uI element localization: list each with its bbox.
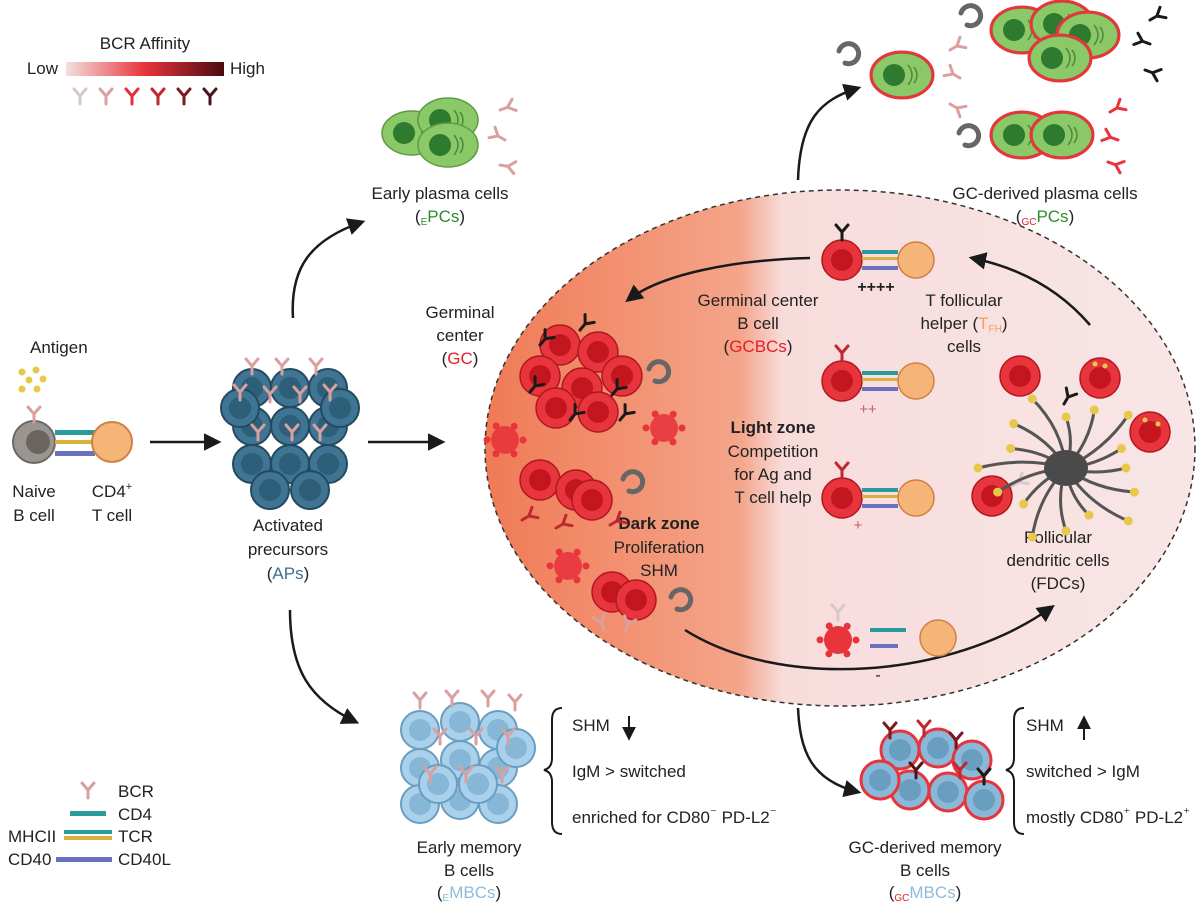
antigen-dots bbox=[18, 366, 47, 393]
key-cd40l-label: CD40L bbox=[118, 850, 171, 869]
gcbc-label-line1: Germinal center bbox=[698, 291, 819, 310]
aps-abbr: (APs) bbox=[267, 564, 310, 583]
naive-b-cell-label: B cell bbox=[13, 506, 55, 525]
aps-label-line1: Activated bbox=[253, 516, 323, 535]
tfh-label-line2: helper (TFH) bbox=[920, 314, 1007, 335]
activated-precursors-cluster bbox=[220, 357, 360, 510]
affinity-low-label: Low bbox=[27, 59, 59, 78]
gcmbcs-trait-markers: mostly CD80⁺ PD-L2⁺ bbox=[1026, 805, 1190, 827]
gcmbcs-label-line1: GC-derived memory bbox=[848, 838, 1002, 857]
gcmbcs-abbr: (GCMBCs) bbox=[889, 883, 962, 904]
bcr-affinity-legend: BCR Affinity Low High bbox=[27, 34, 265, 106]
antigen-label: Antigen bbox=[30, 338, 88, 357]
cd40-key-icon bbox=[56, 857, 112, 862]
tcr-mhc-key-icon bbox=[64, 830, 112, 834]
early-plasma-cells-group bbox=[381, 97, 479, 168]
dark-zone-title: Dark zone bbox=[618, 514, 699, 533]
gc-plasma-cells-group bbox=[839, 0, 1168, 175]
gcmbcs-trait-isotype: switched > IgM bbox=[1026, 762, 1140, 781]
light-zone-line1: Competition bbox=[728, 442, 819, 461]
epcs-abbr: (EPCs) bbox=[415, 207, 465, 228]
arrow-gc-to-gcpcs bbox=[796, 83, 862, 181]
dark-zone-line2: SHM bbox=[640, 561, 678, 580]
embcs-label-line1: Early memory bbox=[417, 838, 522, 857]
help-signal-one-plus: + bbox=[854, 517, 863, 534]
help-signal-minus: - bbox=[875, 667, 880, 684]
embcs-brace bbox=[543, 707, 563, 835]
gcbc-abbr: (GCBCs) bbox=[724, 337, 793, 356]
light-zone-bt-pairs bbox=[816, 223, 1030, 658]
gc-memory-b-cells-cluster bbox=[859, 719, 1005, 821]
gc-label-line1: Germinal bbox=[426, 303, 495, 322]
help-signal-two-plus: ++ bbox=[859, 401, 877, 418]
fdc-label-line1: Follicular bbox=[1024, 528, 1092, 547]
naive-b-cell-icon bbox=[12, 405, 56, 464]
fdc-label-line2: dendritic cells bbox=[1007, 551, 1110, 570]
affinity-high-label: High bbox=[230, 59, 265, 78]
light-zone-title: Light zone bbox=[731, 418, 816, 437]
early-memory-b-cells-cluster bbox=[400, 689, 536, 824]
gcmbcs-label-line2: B cells bbox=[900, 861, 950, 880]
help-signal-four-plus: ++++ bbox=[857, 279, 894, 296]
tfh-label-line3: cells bbox=[947, 337, 981, 356]
arrow-tfh-loop bbox=[968, 252, 1091, 326]
embcs-trait-shm: SHM bbox=[572, 716, 610, 735]
affinity-title: BCR Affinity bbox=[100, 34, 191, 53]
gcbc-label-line2: B cell bbox=[737, 314, 779, 333]
bcr-key-icon bbox=[80, 781, 96, 800]
embcs-label-line2: B cells bbox=[444, 861, 494, 880]
key-cd40-label: CD40 bbox=[8, 850, 51, 869]
key-mhcii-label: MHCII bbox=[8, 827, 56, 846]
arrow-dark-to-light bbox=[684, 604, 1055, 671]
dark-zone-cells bbox=[483, 313, 691, 636]
naive-label: Naive bbox=[12, 482, 55, 501]
gc-label-line2: center bbox=[436, 326, 484, 345]
fdc-label-line3: (FDCs) bbox=[1031, 574, 1086, 593]
key-tcr-label: TCR bbox=[118, 827, 153, 846]
germinal-center-ellipse bbox=[484, 189, 1196, 707]
gcmbcs-brace bbox=[1005, 707, 1025, 835]
arrow-gc-to-gcmbcs bbox=[796, 707, 862, 798]
follicular-dendritic-cell bbox=[973, 355, 1171, 542]
naive-b-cell-group: Antigen Naive B cell CD4+ T cell bbox=[12, 338, 133, 525]
gcpcs-abbr: (GCPCs) bbox=[1016, 207, 1074, 228]
aps-label-line2: precursors bbox=[248, 540, 328, 559]
gcpcs-title: GC-derived plasma cells bbox=[952, 184, 1137, 203]
epcs-title: Early plasma cells bbox=[372, 184, 509, 203]
embcs-trait-markers: enriched for CD80⁻ PD-L2⁻ bbox=[572, 805, 777, 827]
cd4-label: CD4+ bbox=[92, 481, 132, 501]
early-plasma-antibodies bbox=[487, 97, 518, 176]
arrow-aps-to-epcs bbox=[291, 218, 366, 319]
key-bcr-label: BCR bbox=[118, 782, 154, 801]
affinity-antibody-row bbox=[72, 87, 218, 106]
affinity-gradient-bar bbox=[66, 62, 224, 76]
arrow-aps-to-embcs bbox=[288, 609, 360, 724]
t-cell-label: T cell bbox=[92, 506, 132, 525]
light-zone-line3: T cell help bbox=[734, 488, 811, 507]
embcs-trait-isotype: IgM > switched bbox=[572, 762, 686, 781]
dark-zone-line1: Proliferation bbox=[614, 538, 705, 557]
gc-abbr: (GC) bbox=[442, 349, 479, 368]
cd4-t-cell-icon bbox=[55, 421, 133, 463]
tfh-label-line1: T follicular bbox=[925, 291, 1002, 310]
light-zone-line2: for Ag and bbox=[734, 465, 812, 484]
arrow-to-dark-zone bbox=[625, 256, 811, 303]
gcmbcs-trait-shm: SHM bbox=[1026, 716, 1064, 735]
key-cd4-label: CD4 bbox=[118, 805, 152, 824]
symbol-key: BCR CD4 MHCII TCR CD40 CD40L bbox=[8, 781, 171, 869]
cd4-key-icon bbox=[70, 811, 106, 816]
embcs-abbr: (EMBCs) bbox=[437, 883, 501, 904]
